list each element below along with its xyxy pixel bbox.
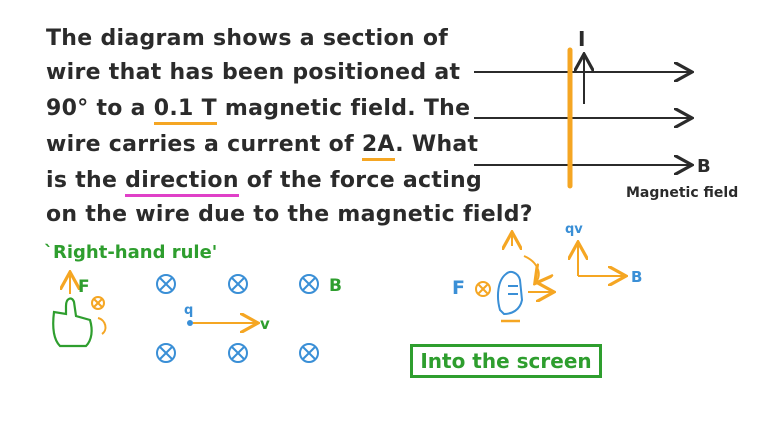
curl-arrow-icon	[97, 317, 107, 335]
direction-highlight: direction	[125, 168, 239, 197]
field-label: B	[697, 156, 711, 177]
field-strength-highlight: 0.1 T	[153, 96, 217, 125]
hand-icon	[497, 271, 524, 316]
field-into-page-icon	[156, 274, 176, 294]
question-text: wire that has been positioned at	[46, 60, 461, 85]
question-text: magnetic field. The	[216, 96, 471, 121]
right-hand-rule-title: `Right-hand rule'	[44, 242, 218, 263]
field-into-page-icon	[228, 274, 248, 294]
force-label: F	[452, 277, 465, 299]
field-diagram: I B Magnetic field	[474, 27, 738, 201]
field-caption: Magnetic field	[626, 185, 738, 201]
charge-label: q	[184, 303, 193, 318]
qv-label: qv	[565, 222, 583, 237]
question-line-6: on the wire due to the magnetic field?	[46, 202, 533, 227]
field-into-page-icon	[228, 343, 248, 363]
into-page-icon	[475, 281, 491, 297]
charge-dot	[187, 320, 193, 326]
question-text: wire carries a current of	[46, 132, 362, 157]
question-line-1: The diagram shows a section of	[46, 26, 448, 51]
field-into-page-icon	[299, 343, 319, 363]
question-text: on the wire due to the magnetic field?	[46, 202, 533, 227]
curl-arrow-icon	[523, 255, 539, 282]
question-text: 90° to a	[46, 96, 154, 121]
question-text: of the force acting	[238, 168, 483, 193]
into-page-icon	[91, 296, 105, 310]
answer-box: Into the screen	[410, 344, 602, 378]
answer-text: Into the screen	[420, 349, 592, 373]
question-text: is the	[46, 168, 126, 193]
hand-sketch-diagram: F qv B	[452, 222, 642, 323]
current-label: I	[578, 27, 585, 51]
question-line-5: is the direction of the force acting	[46, 168, 483, 197]
thumbs-up-hand-icon	[52, 297, 93, 348]
current-highlight: 2A	[361, 132, 396, 161]
field-into-page-icon	[299, 274, 319, 294]
force-label: F	[78, 277, 90, 297]
field-into-page-icon	[156, 343, 176, 363]
question-line-4: wire carries a current of 2A. What	[46, 132, 479, 161]
right-hand-rule-diagram: F B q v	[52, 274, 342, 363]
b-axis-label: B	[631, 268, 642, 286]
question-text: . What	[395, 132, 479, 157]
field-label: B	[329, 276, 342, 296]
question-text: The diagram shows a section of	[46, 26, 449, 51]
question-line-2: wire that has been positioned at	[46, 60, 460, 85]
velocity-label: v	[260, 315, 270, 333]
question-line-3: 90° to a 0.1 T magnetic field. The	[46, 96, 471, 125]
